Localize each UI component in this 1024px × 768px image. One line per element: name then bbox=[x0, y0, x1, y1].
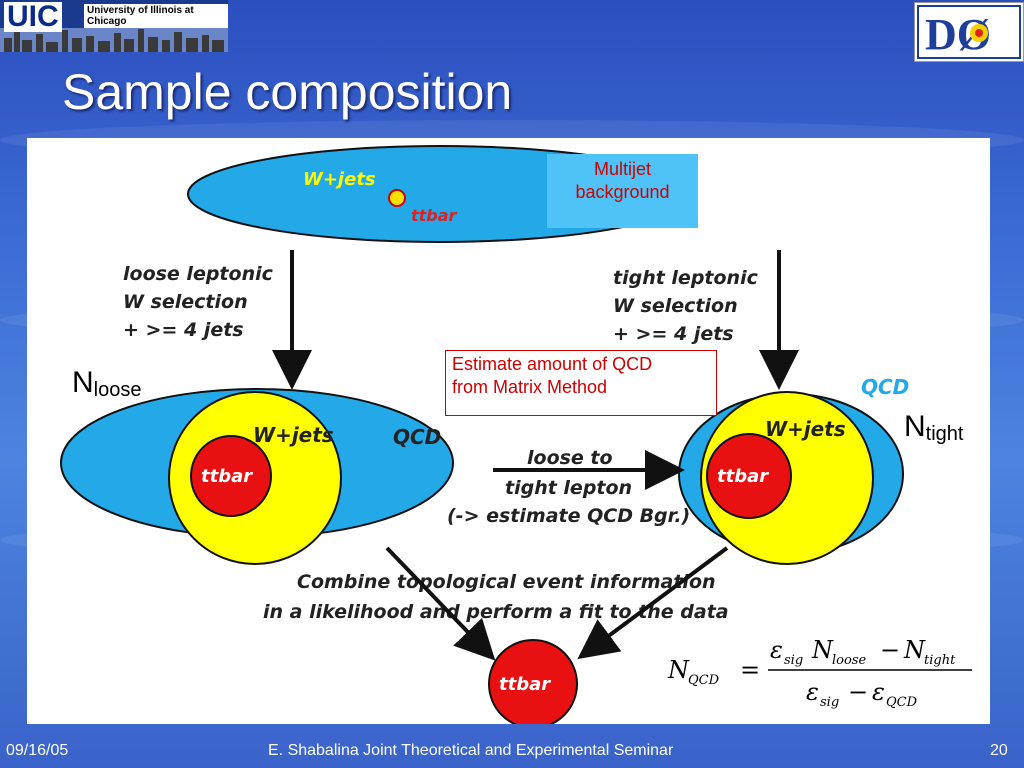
middle-arrow-line: (-> estimate QCD Bgr.) bbox=[447, 505, 690, 527]
right-converge-arrow bbox=[577, 546, 729, 660]
n-loose-main: N bbox=[72, 366, 94, 399]
num-n1: N bbox=[811, 636, 834, 664]
top-wjets-label: W+jets bbox=[303, 169, 376, 190]
right-ttbar-label: ttbar bbox=[717, 466, 769, 487]
page-title: Sample composition bbox=[62, 64, 513, 120]
n-loose-sub: loose bbox=[93, 379, 142, 401]
right-selection-text: tight leptonic W selection + >= 4 jets bbox=[613, 267, 764, 345]
combine-line: Combine topological event information bbox=[297, 571, 716, 593]
footer-date: 09/16/05 bbox=[6, 742, 69, 759]
num-n2-sub: tight bbox=[924, 653, 956, 668]
den-eps2: ε bbox=[872, 678, 885, 706]
den-eps1: ε bbox=[806, 678, 819, 706]
formula-svg: N QCD = ε sig N loose − N tight ε sig − … bbox=[667, 636, 972, 710]
right-qcd-label: QCD bbox=[861, 375, 909, 399]
qcd-formula: N QCD = ε sig N loose − N tight ε sig − … bbox=[666, 632, 976, 712]
right-selection-line: + >= 4 jets bbox=[613, 323, 734, 345]
combine-line: in a likelihood and perform a fit to the… bbox=[263, 601, 729, 623]
uic-logo-text: UIC bbox=[4, 2, 62, 32]
multijet-box: Multijet background bbox=[547, 154, 698, 228]
n-tight-main: N bbox=[904, 410, 926, 443]
multijet-line: Multijet bbox=[593, 159, 651, 179]
formula-lhs-sub: QCD bbox=[688, 673, 720, 688]
diagram-panel: W+jets ttbar loose leptonic W selection … bbox=[27, 138, 990, 729]
left-selection-line: loose leptonic bbox=[123, 263, 274, 285]
left-converge-arrow bbox=[385, 546, 496, 661]
combine-text: Combine topological event information in… bbox=[263, 571, 729, 623]
n-tight-sub: tight bbox=[925, 423, 964, 445]
left-qcd-label: QCD bbox=[393, 425, 441, 449]
left-selection-text: loose leptonic W selection + >= 4 jets bbox=[123, 263, 280, 341]
left-wjets-label: W+jets bbox=[253, 423, 334, 447]
right-selection-line: tight leptonic bbox=[613, 267, 759, 289]
multijet-line: background bbox=[575, 182, 670, 202]
d0-logo-icon: DØ bbox=[917, 5, 1021, 59]
skyline-icon bbox=[0, 28, 228, 52]
right-ttbar-circle bbox=[706, 433, 792, 519]
estimate-line: from Matrix Method bbox=[452, 377, 608, 397]
footer-page-number: 20 bbox=[990, 742, 1008, 759]
den-eps1-sub: sig bbox=[820, 695, 839, 710]
top-ttbar-label: ttbar bbox=[411, 206, 458, 225]
formula-lhs: N bbox=[667, 656, 690, 684]
bottom-ttbar-label: ttbar bbox=[499, 674, 551, 695]
n-loose-label: Nloose bbox=[72, 366, 141, 402]
num-minus: − bbox=[880, 636, 900, 664]
n-tight-label: Ntight bbox=[904, 410, 963, 446]
d0-logo: DØ bbox=[914, 2, 1024, 62]
top-signal-dot bbox=[388, 189, 406, 207]
uic-logo: UIC University of Illinois at Chicago bbox=[0, 0, 228, 52]
middle-arrow-line: tight lepton bbox=[505, 477, 632, 499]
num-n1-sub: loose bbox=[832, 653, 866, 668]
left-ttbar-label: ttbar bbox=[201, 466, 253, 487]
middle-arrow-text: loose to tight lepton (-> estimate QCD B… bbox=[447, 447, 690, 527]
den-eps2-sub: QCD bbox=[886, 695, 918, 710]
left-selection-line: + >= 4 jets bbox=[123, 319, 244, 341]
right-selection-line: W selection bbox=[613, 295, 738, 317]
middle-arrow-line: loose to bbox=[527, 447, 613, 469]
footer-presenter: E. Shabalina Joint Theoretical and Exper… bbox=[268, 742, 674, 759]
num-eps-sub: sig bbox=[784, 653, 803, 668]
right-wjets-label: W+jets bbox=[765, 417, 846, 441]
num-n2: N bbox=[903, 636, 926, 664]
den-minus: − bbox=[848, 678, 868, 706]
estimate-box: Estimate amount of QCD from Matrix Metho… bbox=[445, 350, 717, 416]
estimate-line: Estimate amount of QCD bbox=[452, 354, 653, 374]
formula-equals: = bbox=[740, 656, 760, 684]
uic-logo-subtitle: University of Illinois at Chicago bbox=[84, 4, 228, 28]
left-selection-line: W selection bbox=[123, 291, 248, 313]
num-eps: ε bbox=[770, 636, 783, 664]
left-ttbar-circle bbox=[190, 435, 272, 517]
